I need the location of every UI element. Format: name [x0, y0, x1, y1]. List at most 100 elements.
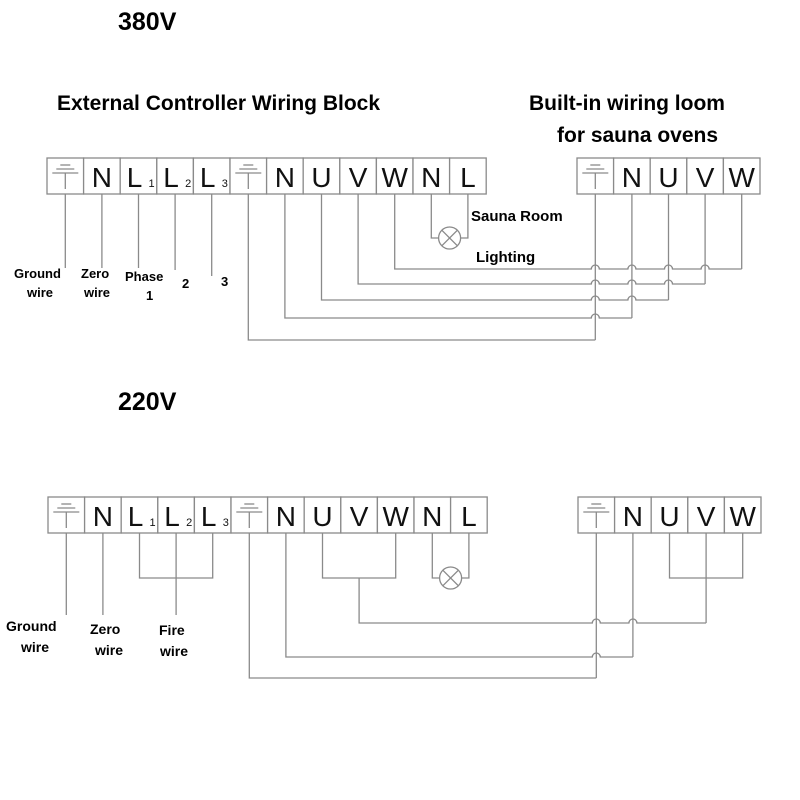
title-220v: 220V	[118, 388, 177, 416]
v-conn-380	[357, 194, 706, 285]
uw-bridge-220	[321, 533, 397, 579]
terminal-W: W	[722, 157, 761, 195]
n-conn-380	[284, 194, 632, 319]
terminal-W: W	[376, 496, 415, 534]
ground-icon	[52, 164, 79, 189]
terminal-label: U	[659, 501, 679, 532]
ground-icon	[235, 164, 262, 189]
terminal-label: V	[350, 501, 369, 532]
terminal-N: N	[82, 157, 121, 195]
terminal-label: L	[200, 162, 216, 193]
ground-icon	[53, 503, 80, 528]
terminal-label: V	[696, 162, 715, 193]
lamp-icon-380	[437, 226, 462, 250]
n-conn-220	[285, 533, 633, 658]
terminal-label: N	[623, 501, 643, 532]
ground-icon	[583, 503, 610, 528]
terminal-L: L	[449, 496, 488, 534]
terminal-W: W	[723, 496, 762, 534]
lamp-wire-n	[430, 194, 439, 239]
terminal-sub-label: 3	[222, 178, 228, 190]
terminal-ground	[230, 496, 269, 534]
terminal-label: U	[658, 162, 678, 193]
label-ground-380-2: wire	[26, 285, 53, 300]
terminal-N: N	[265, 157, 304, 195]
terminal-label: U	[311, 162, 331, 193]
terminal-label: L	[164, 501, 180, 532]
terminal-label: W	[728, 162, 755, 193]
terminal-N: N	[413, 496, 452, 534]
label-phase-2: 2	[182, 276, 189, 291]
loom-title-line1: Built-in wiring loom	[529, 92, 725, 115]
terminal-label: L	[128, 501, 144, 532]
terminal-label: N	[93, 501, 113, 532]
terminal-label: N	[422, 501, 442, 532]
label-ground-220: Ground	[6, 618, 57, 634]
terminal-ground	[577, 496, 616, 534]
loom-title-line2: for sauna ovens	[557, 124, 718, 147]
terminal-label: N	[275, 162, 295, 193]
label-zero-380-2: wire	[83, 285, 110, 300]
terminal-N: N	[613, 496, 652, 534]
terminal-ground	[576, 157, 615, 195]
terminal-N: N	[266, 496, 305, 534]
label-phase-3: 3	[221, 274, 228, 289]
terminal-U: U	[302, 157, 341, 195]
terminal-U: U	[649, 157, 688, 195]
lamp-wire-n-220	[431, 533, 440, 579]
terminal-label: L	[127, 162, 143, 193]
terminal-label: N	[276, 501, 296, 532]
terminal-L: L	[448, 157, 487, 195]
terminal-label: V	[349, 162, 368, 193]
terminal-label: N	[421, 162, 441, 193]
terminal-label: L	[460, 162, 476, 193]
label-zero-220: Zero	[90, 621, 120, 637]
terminal-sub-label: 1	[150, 517, 156, 529]
terminal-sub-label: 1	[149, 178, 155, 190]
ground-conn-380	[247, 194, 596, 341]
terminal-label: W	[381, 162, 408, 193]
terminal-label: V	[697, 501, 716, 532]
terminal-label: U	[312, 501, 332, 532]
terminal-sub-label: 2	[185, 178, 191, 190]
terminal-label: W	[382, 501, 409, 532]
terminal-label: W	[729, 501, 756, 532]
label-phase-380: Phase	[125, 269, 163, 284]
terminal-label: L	[461, 501, 477, 532]
u-conn-380	[320, 194, 669, 301]
terminal-ground	[46, 157, 85, 195]
lamp-wire-l	[460, 194, 469, 239]
terminal-V: V	[687, 496, 726, 534]
label-sauna-room: Sauna Room	[471, 208, 563, 225]
terminal-U: U	[303, 496, 342, 534]
terminal-N: N	[83, 496, 122, 534]
label-phase-1: 1	[146, 288, 153, 303]
terminal-V: V	[339, 157, 378, 195]
label-zero-220-2: wire	[94, 642, 123, 658]
controller-block-title: External Controller Wiring Block	[57, 92, 380, 115]
terminal-label: L	[163, 162, 179, 193]
lamp-icon-220	[438, 566, 463, 590]
terminal-N: N	[612, 157, 651, 195]
terminal-V: V	[340, 496, 379, 534]
terminal-V: V	[686, 157, 725, 195]
terminal-sub-label: 3	[223, 517, 229, 529]
label-fire-220-2: wire	[159, 643, 188, 659]
label-fire-220: Fire	[159, 622, 185, 638]
terminal-W: W	[375, 157, 414, 195]
terminal-U: U	[650, 496, 689, 534]
terminal-ground	[47, 496, 86, 534]
ground-conn-220	[248, 533, 597, 679]
w-conn-380	[394, 194, 742, 270]
